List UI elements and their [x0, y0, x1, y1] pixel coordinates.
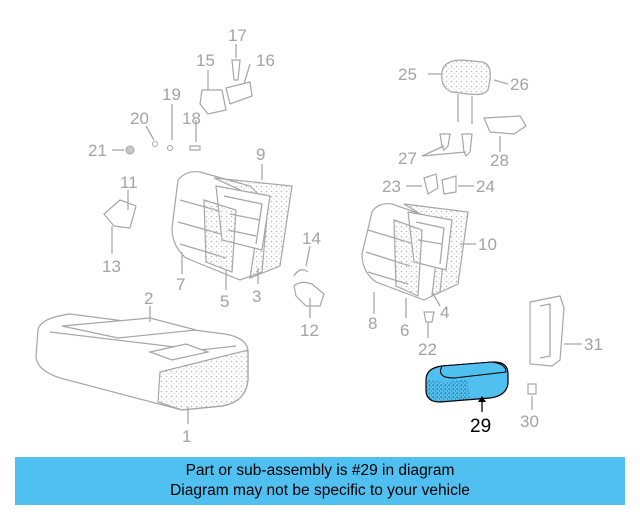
parts-diagram: 1 2 3 4 5 6 7 8 9 10 11 12 13 14 15 16 1… [35, 26, 603, 446]
hinge-24 [441, 175, 457, 195]
seat-cushion [35, 313, 249, 411]
callout-labels: 1 2 3 4 5 6 7 8 9 10 11 12 13 14 15 16 1… [88, 26, 603, 446]
bracket-28 [483, 115, 527, 135]
hinge-23 [423, 173, 439, 195]
callout-27: 27 [398, 149, 417, 168]
callout-6: 6 [400, 321, 409, 340]
callout-1: 1 [182, 427, 191, 446]
callout-26: 26 [510, 75, 529, 94]
callout-23: 23 [382, 177, 401, 196]
headrest [441, 59, 491, 124]
callout-15: 15 [196, 51, 215, 70]
bracket-11-13 [103, 199, 137, 229]
callout-10: 10 [478, 235, 497, 254]
callout-28: 28 [490, 151, 509, 170]
callout-20: 20 [130, 109, 149, 128]
callout-13: 13 [102, 257, 121, 276]
callout-17: 17 [228, 26, 247, 45]
callout-7: 7 [176, 275, 185, 294]
callout-8: 8 [368, 314, 377, 333]
armrest-29[interactable] [425, 361, 509, 403]
strap-12-14 [293, 281, 325, 307]
washer-21 [125, 145, 135, 155]
callout-21: 21 [88, 141, 107, 160]
info-banner: Part or sub-assembly is #29 in diagram D… [15, 457, 625, 505]
clip-30 [527, 383, 537, 395]
callout-3: 3 [252, 287, 261, 306]
callout-22: 22 [418, 340, 437, 359]
banner-line-1: Part or sub-assembly is #29 in diagram [185, 462, 455, 479]
clip-22 [423, 311, 435, 323]
callout-30: 30 [520, 412, 539, 431]
callout-2: 2 [144, 289, 153, 308]
banner-line-2: Diagram may not be specific to your vehi… [170, 482, 470, 499]
callout-4: 4 [440, 303, 449, 322]
callout-16: 16 [256, 51, 275, 70]
callout-29: 29 [470, 416, 491, 437]
panel-31 [529, 295, 565, 367]
callout-5: 5 [220, 292, 229, 311]
latch-assembly [189, 59, 253, 151]
callout-9: 9 [256, 145, 265, 164]
callout-19: 19 [162, 85, 181, 104]
clip-20 [152, 141, 158, 147]
callout-25: 25 [398, 65, 417, 84]
seatback-left [171, 171, 293, 281]
leader-lines [111, 44, 582, 424]
callout-14: 14 [302, 229, 321, 248]
callout-31: 31 [584, 335, 603, 354]
callout-24: 24 [476, 177, 495, 196]
callout-18: 18 [182, 109, 201, 128]
seatback-right [361, 203, 469, 301]
callout-12: 12 [300, 321, 319, 340]
callout-11: 11 [120, 173, 138, 192]
pin-19 [167, 145, 173, 151]
